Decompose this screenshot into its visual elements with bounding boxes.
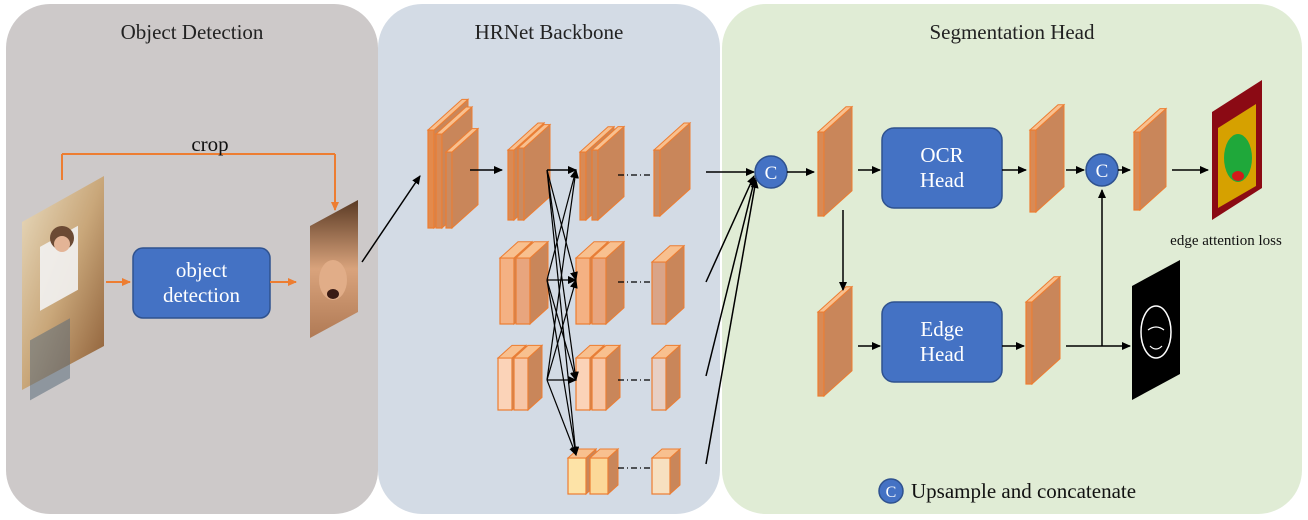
feature-stem-3 — [444, 127, 480, 230]
legend: C Upsample and concatenate — [878, 478, 1136, 504]
concat-node-2: C — [1085, 153, 1119, 187]
crop-label: crop — [191, 132, 228, 156]
legend-label: Upsample and concatenate — [911, 479, 1136, 503]
feature-edge-in — [816, 285, 854, 398]
hrnet-feature-maps — [426, 98, 692, 496]
feature-fused — [816, 105, 854, 218]
edge-output-image — [1132, 260, 1180, 400]
feature-b3-4 — [590, 344, 622, 412]
feature-b3-2 — [512, 344, 544, 412]
feature-edge-out — [1024, 275, 1062, 386]
svg-text:C: C — [1096, 161, 1109, 182]
face-to-backbone-arrow — [361, 175, 421, 263]
edge-head-label: Edge Head — [919, 317, 965, 366]
feature-b2-2 — [514, 240, 550, 326]
svg-text:C: C — [765, 163, 778, 184]
hrnet-backbone-title: HRNet Backbone — [474, 20, 624, 44]
hrnet-connections — [470, 166, 759, 469]
svg-text:C: C — [886, 484, 897, 501]
segmentation-output-image — [1212, 80, 1262, 220]
feature-b2-5 — [650, 244, 686, 326]
legend-concat-icon — [878, 478, 904, 504]
feature-b3-5 — [650, 344, 682, 412]
object-detection-title: Object Detection — [120, 20, 264, 44]
ocr-head-label: OCR Head — [919, 143, 965, 192]
feature-b1-5 — [652, 121, 692, 218]
ocr-head-box — [881, 127, 1003, 209]
concat-node-1: C — [754, 155, 788, 189]
feature-b4-2 — [588, 447, 620, 496]
segmentation-head-panel: Segmentation Head — [722, 4, 1302, 514]
segmentation-feature-maps — [816, 103, 1168, 398]
feature-b1-4 — [590, 125, 626, 222]
edge-head-box — [881, 301, 1003, 383]
feature-b4-3 — [650, 447, 682, 496]
object-detection-box-label: object detection — [163, 258, 240, 307]
feature-final — [1132, 107, 1168, 212]
segmentation-head-title: Segmentation Head — [929, 20, 1095, 44]
feature-b2-4 — [590, 240, 626, 326]
feature-ocr-out — [1028, 103, 1066, 214]
edge-attention-loss-label: edge attention loss — [1170, 233, 1282, 249]
cropped-face-photo — [310, 200, 358, 338]
input-photo — [22, 176, 104, 401]
